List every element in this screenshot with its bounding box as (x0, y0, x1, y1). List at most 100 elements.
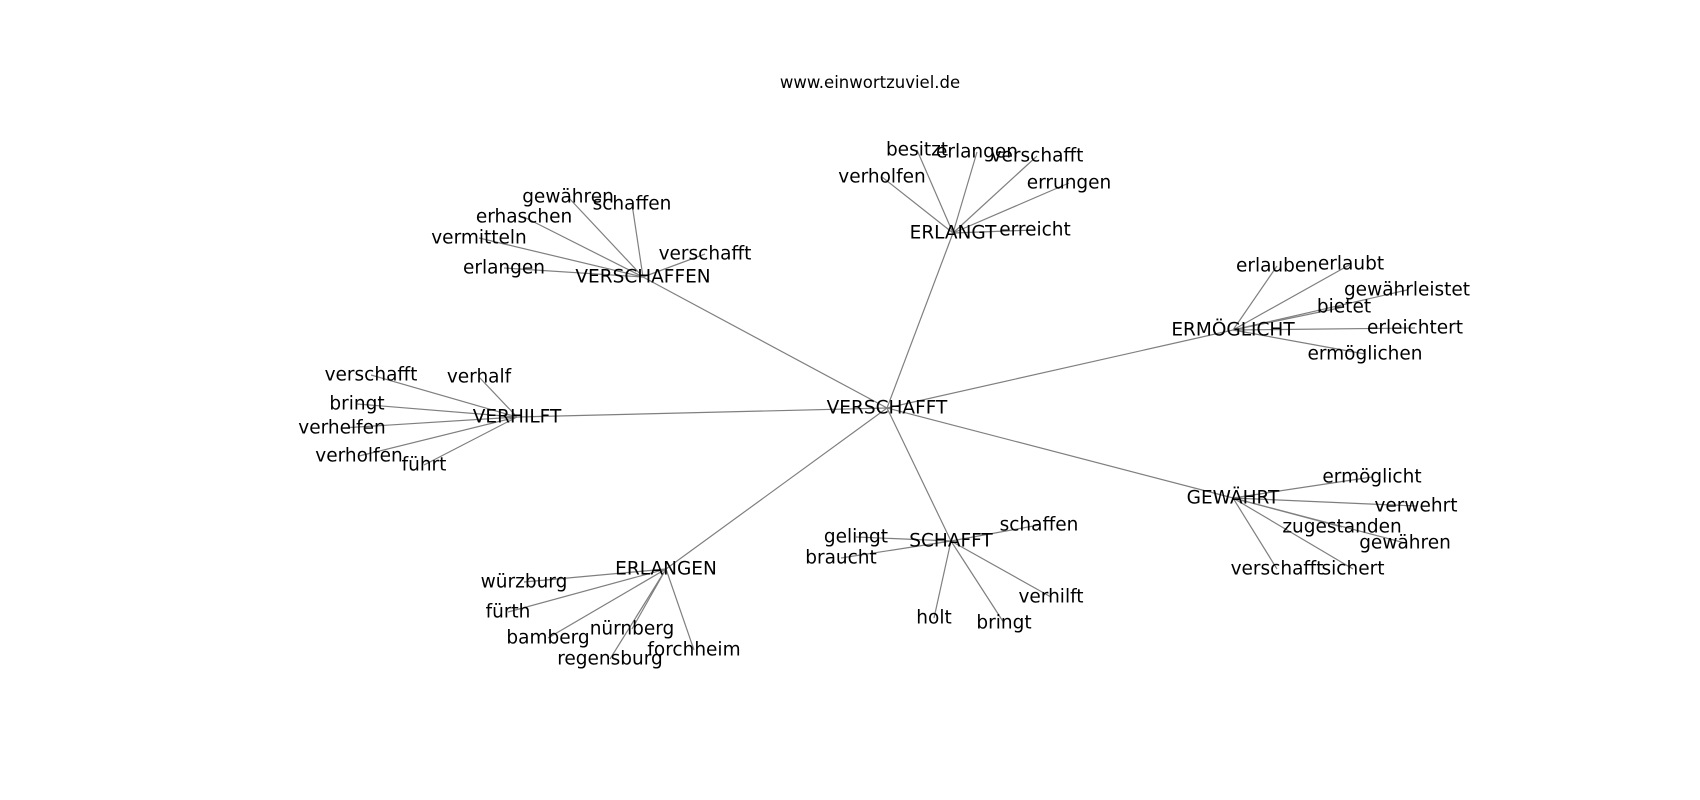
leaf-node: verhelfen (298, 418, 385, 439)
edge-hub-leaf (341, 416, 518, 429)
leaf-node: gewähren (1359, 533, 1451, 554)
leaf-node: verhilft (1018, 587, 1083, 608)
leaf-node: erreicht (999, 220, 1071, 241)
leaf-node: schaffen (593, 194, 672, 215)
leaf-node: erlauben (1236, 256, 1318, 277)
leaf-node: erlangen (463, 258, 545, 279)
edge-hub-leaf (1232, 497, 1417, 507)
hub-node: ERLANGT (910, 223, 997, 244)
leaf-node: regensburg (557, 649, 663, 670)
edge-hub-leaf (478, 376, 518, 418)
edge-hub-leaf (840, 540, 952, 559)
leaf-node: braucht (805, 548, 877, 569)
edge-hub-leaf (1232, 265, 1278, 331)
edge-hub-leaf (523, 568, 667, 583)
leaf-node: führt (402, 455, 447, 476)
graph-title: www.einwortzuviel.de (780, 73, 960, 92)
edge-center-hub (886, 329, 1234, 409)
edge-hub-leaf (1232, 327, 1416, 331)
hub-node: GEWÄHRT (1187, 488, 1280, 509)
edge-center-hub (886, 407, 952, 542)
leaf-node: gewähren (522, 187, 614, 208)
edge-hub-leaf (1232, 497, 1406, 544)
edge-center-hub (886, 407, 1234, 499)
edge-hub-leaf (547, 568, 667, 639)
edge-hub-leaf (1232, 289, 1408, 331)
edge-hub-leaf (523, 216, 644, 278)
leaf-node: bringt (976, 613, 1031, 634)
labels-layer: VERSCHAFFTERLANGTbesitzterlangenverschaf… (298, 140, 1470, 670)
edges-layer (341, 149, 1417, 660)
leaf-node: verschafft (1231, 559, 1324, 580)
edge-hub-leaf (356, 403, 518, 418)
edge-center-hub (642, 276, 888, 409)
leaf-node: erhaschen (476, 207, 572, 228)
hub-node: ERMÖGLICHT (1171, 319, 1295, 341)
leaf-node: verholfen (315, 446, 402, 467)
edge-hub-leaf (1232, 497, 1354, 570)
edge-hub-leaf (952, 229, 1036, 234)
edge-hub-leaf (567, 196, 644, 278)
edge-hub-leaf (358, 416, 518, 457)
leaf-node: gewährleistet (1344, 280, 1470, 301)
leaf-node: erlaubt (1318, 254, 1384, 275)
edge-hub-leaf (881, 176, 954, 234)
leaf-node: verschafft (325, 365, 418, 386)
edge-hub-leaf (855, 536, 952, 542)
edge-hub-leaf (950, 524, 1040, 542)
leaf-node: erlangen (936, 142, 1018, 163)
hub-node: SCHAFFT (909, 531, 993, 552)
hub-node: ERLANGEN (615, 559, 717, 580)
edge-hub-leaf (1232, 476, 1373, 499)
edge-hub-leaf (952, 151, 978, 234)
leaf-node: ermöglicht (1322, 467, 1421, 488)
edge-hub-leaf (916, 149, 954, 234)
edge-center-hub (516, 407, 888, 418)
edge-hub-leaf (952, 182, 1070, 234)
edge-hub-leaf (503, 267, 644, 278)
edge-hub-leaf (1232, 329, 1366, 355)
edge-hub-leaf (933, 540, 952, 619)
leaf-node: gelingt (824, 527, 888, 548)
edge-hub-leaf (950, 540, 1005, 624)
leaf-node: sichert (1322, 559, 1385, 580)
leaf-node: bringt (329, 394, 384, 415)
leaf-node: schaffen (1000, 515, 1079, 536)
edge-hub-leaf (665, 568, 695, 651)
leaf-node: ermöglichen (1307, 344, 1422, 365)
edge-hub-leaf (950, 540, 1052, 598)
leaf-node: fürth (486, 602, 531, 623)
leaf-node: bamberg (506, 628, 589, 649)
edge-hub-leaf (423, 416, 518, 466)
leaf-node: erleichtert (1367, 318, 1463, 339)
leaf-node: verschafft (659, 244, 752, 265)
hub-node: VERHILFT (473, 407, 562, 428)
edge-hub-leaf (642, 253, 706, 278)
leaf-node: zugestanden (1282, 517, 1401, 538)
edge-hub-leaf (609, 568, 667, 660)
edge-hub-leaf (1232, 263, 1352, 331)
hub-node: VERSCHAFFEN (575, 267, 710, 288)
edge-center-hub (665, 407, 888, 570)
leaf-node: vermitteln (431, 228, 527, 249)
edge-hub-leaf (1232, 306, 1345, 331)
leaf-node: würzburg (481, 572, 568, 593)
edge-hub-leaf (631, 203, 644, 278)
leaf-node: bietet (1317, 297, 1371, 318)
leaf-node: verhalf (447, 367, 512, 388)
leaf-node: holt (916, 608, 951, 629)
leaf-node: verschafft (991, 146, 1084, 167)
leaf-node: nürnberg (590, 619, 675, 640)
leaf-node: besitzt (886, 140, 948, 161)
leaf-node: verholfen (838, 167, 925, 188)
edge-hub-leaf (1232, 497, 1278, 570)
edge-center-hub (886, 232, 954, 409)
leaf-node: forchheim (647, 640, 740, 661)
center-node: VERSCHAFFT (827, 398, 948, 419)
leaf-node: verwehrt (1374, 496, 1457, 517)
leaf-node: errungen (1027, 173, 1112, 194)
edge-hub-leaf (507, 568, 667, 613)
edge-hub-leaf (478, 237, 644, 278)
edge-hub-leaf (370, 374, 518, 418)
